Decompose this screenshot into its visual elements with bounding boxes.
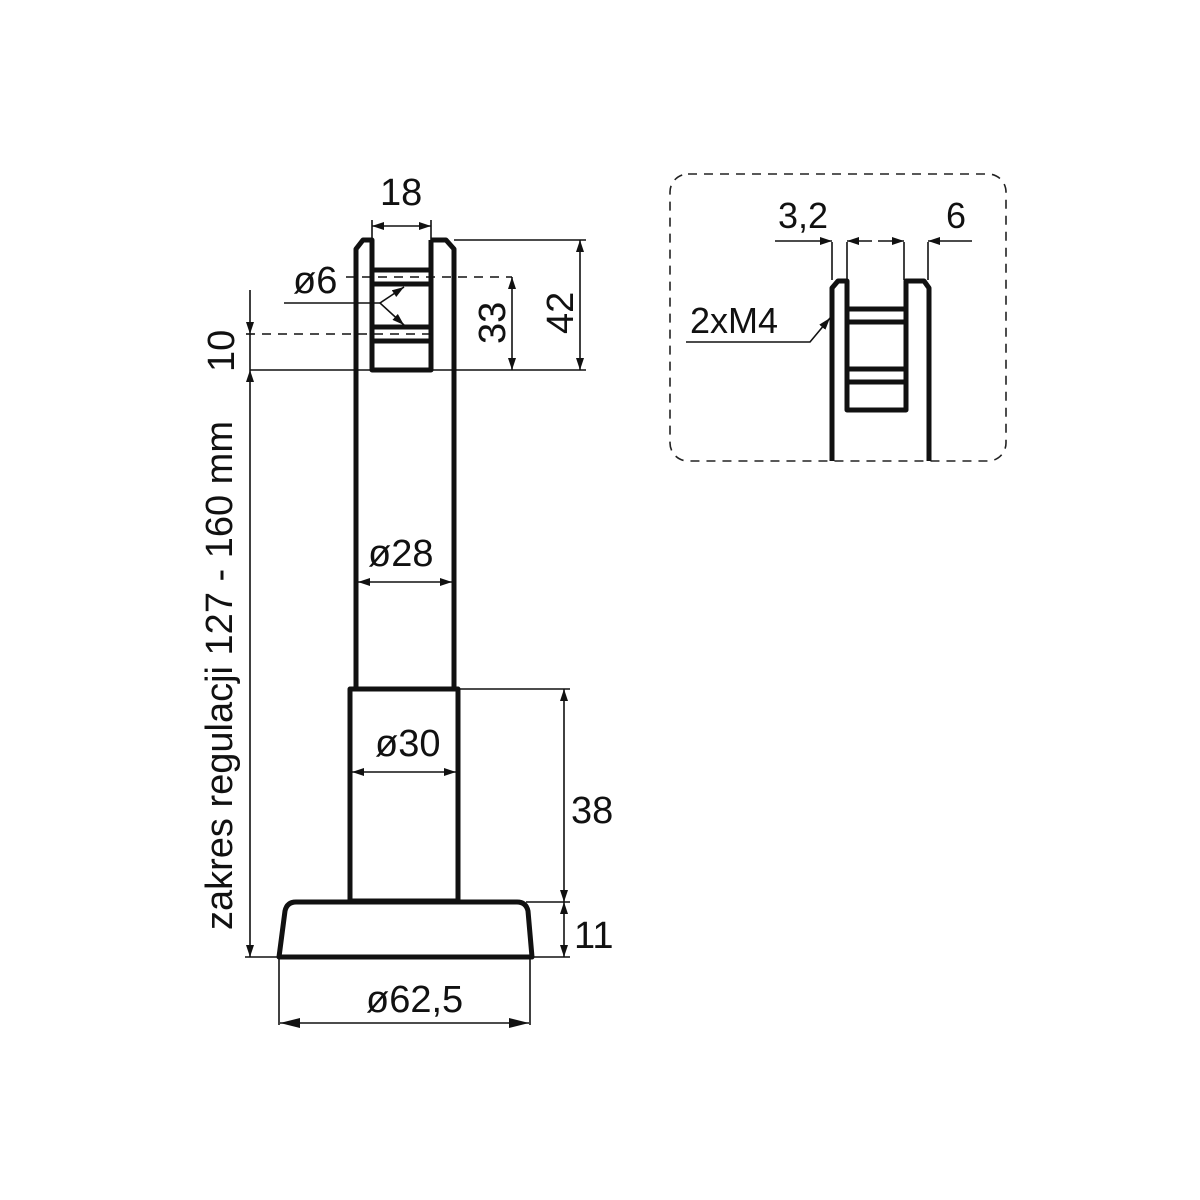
top-slot [369,240,434,373]
dimension-slot-offset: 6 [878,195,972,280]
dimension-adjustment-range: zakres regulacji 127 - 160 mm [199,370,279,958]
callout-label-2xM4: 2xM4 [690,300,778,341]
dimension-upper-tube-diameter: ø28 [358,533,452,586]
dim-label-adjustment-range: zakres regulacji 127 - 160 mm [199,421,241,930]
dimension-top-height: 42 [250,239,586,371]
dimension-top-width: 18 [371,172,432,240]
dim-label-hole: ø6 [293,260,337,302]
main-view: 18 ø6 33 42 10 [199,172,613,1028]
dimension-base-height: 11 [532,902,613,958]
detail-view: 3,2 6 2xM4 [669,173,1007,462]
dimension-hole-diameter: ø6 [284,260,405,326]
lower-tube [347,686,461,904]
base-outline [276,899,535,960]
dim-label-11: 11 [574,915,613,957]
detail-tube-outline [829,278,932,461]
dim-label-33: 33 [472,302,514,344]
dimension-lower-tube-diameter: ø30 [352,723,456,776]
dimension-base-diameter: ø62,5 [278,957,531,1028]
dim-label-6: 6 [946,195,966,236]
dim-label-38: 38 [571,790,613,832]
dimension-hole-offset: 10 [201,290,254,372]
dim-label-30: ø30 [375,723,440,765]
dim-label-18: 18 [380,172,422,214]
dim-label-42: 42 [540,292,582,334]
dim-label-62-5: ø62,5 [366,979,463,1021]
dim-label-28: ø28 [368,533,433,575]
detail-frame [669,173,1007,462]
dimension-wall-thickness: 3,2 [775,195,872,280]
dimension-hole-spacing: 33 [472,277,516,370]
callout-thread: 2xM4 [686,300,831,343]
dimension-lower-tube-height: 38 [458,688,613,903]
dim-label-10: 10 [201,330,243,372]
dim-label-3-2: 3,2 [778,195,828,236]
